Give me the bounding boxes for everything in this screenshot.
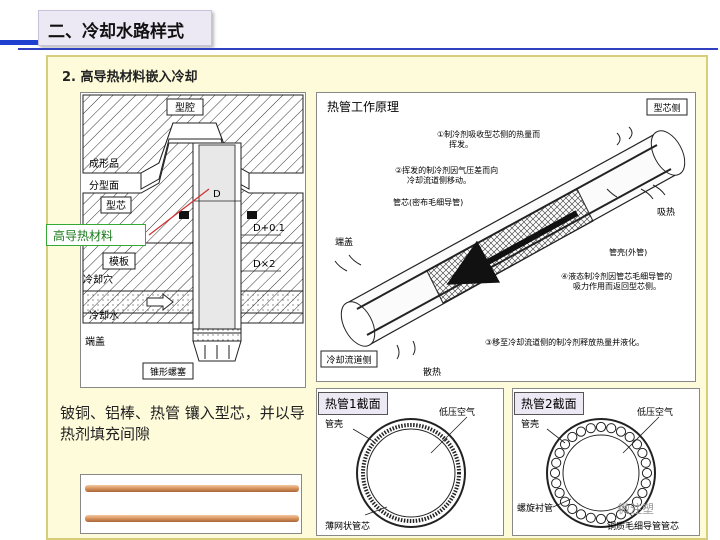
rods-svg: [85, 485, 299, 522]
heat-conductive-insert: [198, 144, 236, 330]
cooling-side-tag: 冷却流道侧: [326, 354, 371, 366]
capillary-tube: [549, 467, 561, 479]
heat-pipe-2-section-label: 热管2截面: [514, 392, 584, 415]
section-heading: 2. 高导热材料嵌入冷却: [62, 70, 198, 85]
capillary-tube: [595, 513, 607, 525]
end-cap-label: 端盖: [335, 236, 353, 248]
copper-rod-bottom: [85, 515, 299, 522]
capillary-tube: [575, 509, 587, 520]
pipe-end-bottom: [340, 301, 376, 347]
key-left: [179, 211, 189, 219]
cs2-shell-label: 管壳: [521, 418, 539, 430]
capillary-tube: [615, 509, 627, 520]
leader-line: [148, 188, 210, 236]
cs2-low-pressure-label: 低压空气: [637, 406, 673, 418]
absorb-heat-arrows: [606, 126, 666, 200]
cs1-low-pressure-label: 低压空气: [439, 406, 475, 418]
label-taper-plug: 锥形螺塞: [150, 366, 186, 378]
capillary-tube: [567, 503, 578, 515]
capillary-tube: [631, 439, 643, 450]
capillary-tube: [637, 487, 648, 499]
capillary-tube: [585, 423, 596, 434]
label-molded-part: 成形品: [89, 158, 119, 170]
label-core: 型芯: [106, 199, 126, 212]
capillary-tube: [559, 439, 571, 450]
label-cooling-hole: 冷却穴: [83, 273, 113, 286]
release-heat-label: 散热: [423, 366, 441, 378]
label-cooling-water: 冷却水: [89, 309, 119, 322]
vapor-flow-arrow: [446, 210, 579, 285]
cs1-shell-label: 管壳: [325, 418, 343, 430]
capillary-tube: [640, 478, 651, 489]
cs1-svg: 管壳 低压空气 薄网状管芯: [325, 406, 475, 532]
step2-line2: 冷却流道侧移动。: [407, 175, 471, 185]
cross-section-1-diagram: 管壳 低压空气 薄网状管芯: [316, 388, 504, 536]
pipe-core-label: 管芯(密布毛细导管): [393, 197, 463, 207]
capillary-tube: [551, 457, 562, 468]
step3-label: ③移至冷却流道侧的制冷剂释放热量并液化。: [485, 337, 644, 347]
dim-d-plus: D+0.1: [253, 223, 285, 234]
dim-d-times: D×2: [253, 259, 275, 270]
capillary-tube: [615, 426, 627, 437]
capillary-tube: [641, 467, 653, 479]
molded-part: [140, 122, 250, 190]
cs2-svg: 管壳 低压空气 螺旋衬管 铜质毛细导管管芯: [517, 406, 679, 532]
capillary-tube: [595, 421, 607, 433]
page-title: 二、冷却水路样式: [48, 22, 184, 42]
absorb-heat-label: 吸热: [657, 206, 675, 218]
flow-arrow: [146, 292, 174, 312]
heat-pipe-principle-diagram: 热管工作原理 型芯侧 ①制冷剂吸收型芯侧的热量而 挥发。 ②挥发的制冷剂因气压差…: [316, 92, 696, 382]
step2-line1: ②挥发的制冷剂因气压差而向: [395, 165, 498, 175]
copper-rod-top: [85, 485, 299, 492]
title-box: [38, 10, 212, 46]
capillary-tube: [624, 431, 635, 443]
capillary-tube: [631, 496, 643, 507]
capillary-tube: [606, 512, 617, 523]
heat-pipe-1-section-label: 热管1截面: [318, 392, 388, 415]
capillary-tube: [567, 431, 578, 443]
capillary-tube: [606, 423, 617, 434]
core-side-tag: 型芯侧: [653, 102, 680, 114]
capillary-tube: [640, 457, 651, 468]
cs1-wick-label: 薄网状管芯: [325, 520, 370, 532]
mold-diagram-svg: 型腔 成形品 分型面 型芯 模板 冷却穴 冷却水 端盖 锥形螺塞 D D+0.1…: [82, 94, 304, 380]
cs2-capillary-label: 铜质毛细导管管芯: [607, 520, 679, 532]
capillary-tube: [554, 447, 565, 459]
release-heat-arrows: [334, 254, 416, 360]
cs2-spiral-label: 螺旋衬管: [517, 502, 553, 514]
step1-line1: ①制冷剂吸收型芯侧的热量而: [437, 129, 540, 139]
cs2-inner: [562, 434, 640, 512]
capillary-tubes: [549, 421, 653, 525]
capillary-tube: [575, 426, 587, 437]
step4-line2: 吸力作用而返回型芯侧。: [573, 281, 661, 291]
watermark-text: 微注塑: [618, 502, 655, 516]
dim-d: D: [213, 189, 221, 200]
header-rule: [18, 48, 718, 50]
label-end-cap: 端盖: [85, 335, 105, 348]
step1-line2: 挥发。: [449, 139, 473, 149]
copper-rods-photo: [80, 474, 302, 534]
capillary-tube: [637, 447, 648, 459]
label-cavity: 型腔: [175, 101, 195, 114]
description-text: 铍铜、铝棒、热管 镶入型芯，并以导热剂填充间隙: [60, 404, 305, 443]
heat-pipe-title: 热管工作原理: [327, 99, 399, 114]
capillary-tube: [585, 512, 596, 523]
heat-conductive-material-label: 高导热材料: [46, 224, 146, 246]
capillary-tube: [554, 487, 565, 499]
header-accent-bar: [0, 40, 38, 45]
pipe-shell-label: 管壳(外管): [609, 247, 647, 257]
insert-cap: [192, 328, 242, 342]
pipe-end-top: [650, 130, 686, 176]
label-parting-surface: 分型面: [89, 179, 119, 192]
step4-line1: ④液态制冷剂因管芯毛细导管的: [561, 271, 672, 281]
mold-insert-diagram: 型腔 成形品 分型面 型芯 模板 冷却穴 冷却水 端盖 锥形螺塞 D D+0.1…: [80, 92, 306, 388]
label-plate: 模板: [109, 255, 129, 268]
capillary-tube: [551, 478, 562, 489]
heat-pipe-svg: 热管工作原理 型芯侧 ①制冷剂吸收型芯侧的热量而 挥发。 ②挥发的制冷剂因气压差…: [320, 98, 688, 378]
key-right: [247, 211, 257, 219]
